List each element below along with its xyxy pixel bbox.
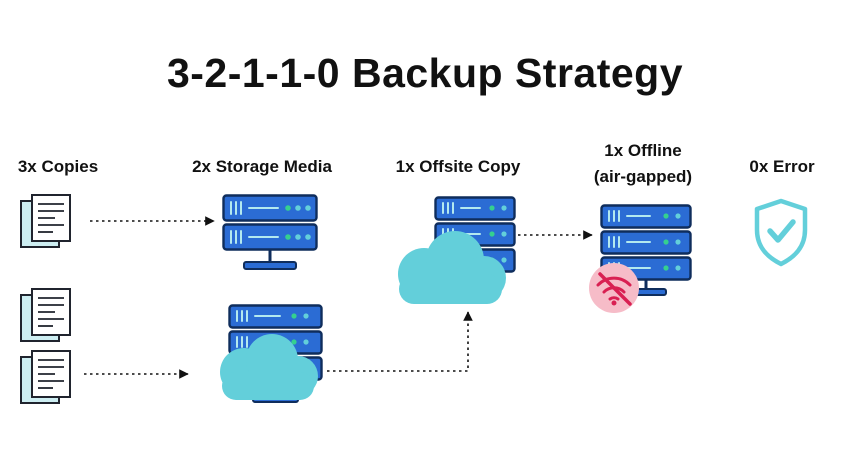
document-icon — [18, 192, 76, 250]
label-zero-error: 0x Error — [749, 157, 815, 176]
label-copies: 3x Copies — [17, 157, 99, 176]
server-rack-icon — [222, 194, 318, 276]
arrow-cloud-to-offsite — [327, 311, 473, 372]
cloud-icon — [210, 330, 325, 402]
label-offline: 1x Offline (air-gapped) — [553, 138, 733, 190]
wifi-off-icon — [588, 262, 640, 314]
label-storage-media: 2x Storage Media — [192, 157, 332, 176]
document-icon — [18, 286, 76, 344]
cloud-icon — [386, 228, 514, 306]
document-icon — [18, 348, 76, 406]
label-offline-line2: (air-gapped) — [593, 167, 693, 186]
label-offsite-copy: 1x Offsite Copy — [395, 157, 521, 176]
page-title: 3-2-1-1-0 Backup Strategy — [166, 50, 684, 96]
server-icon — [600, 204, 692, 300]
shield-check-icon — [752, 198, 810, 268]
label-offline-line1: 1x Offline — [604, 141, 682, 160]
